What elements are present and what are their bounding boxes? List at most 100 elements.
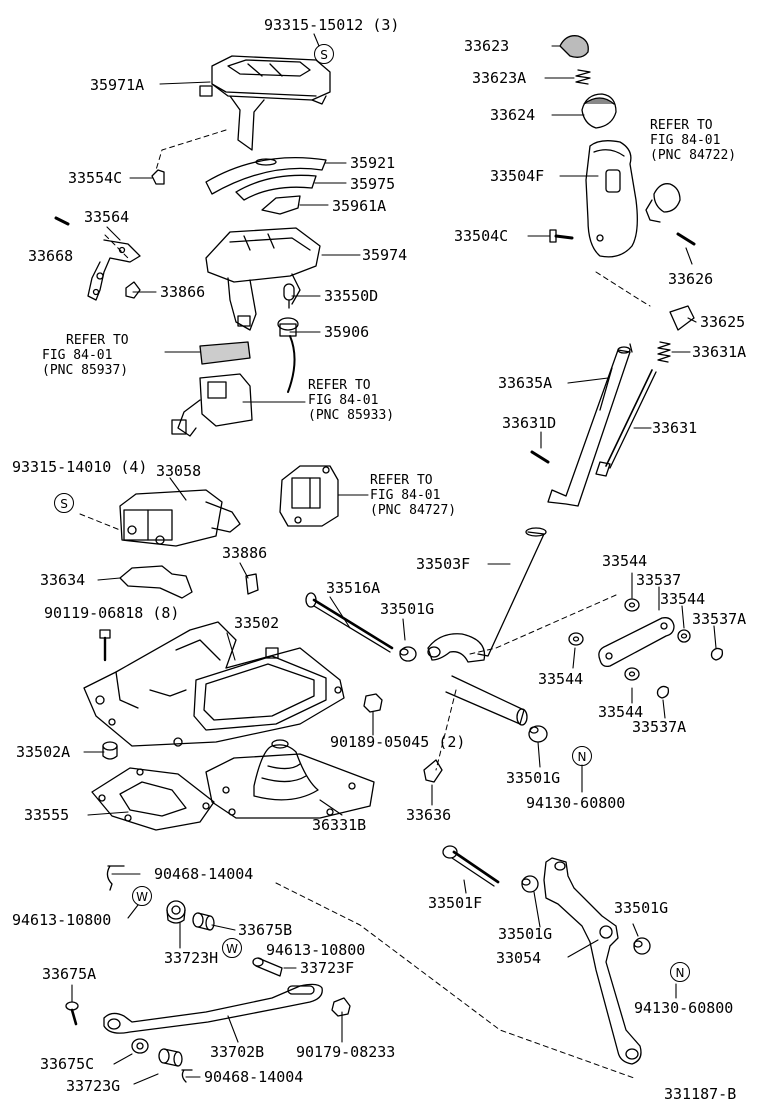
lever-33054 <box>543 857 642 1065</box>
collar-33675c <box>131 1038 149 1054</box>
housing-35974 <box>205 227 321 331</box>
refer-85933-line3: (PNC 85933) <box>308 408 395 423</box>
label-33504f: 33504F <box>490 167 545 185</box>
label-33502a: 33502A <box>16 743 71 761</box>
shift-lever-33503f <box>427 527 547 726</box>
leader-lines <box>71 33 717 1085</box>
cap-33624 <box>581 93 617 129</box>
label-33501f: 33501F <box>428 894 483 912</box>
label-35975: 35975 <box>350 175 396 193</box>
socket-35906 <box>277 317 299 393</box>
label-33537a-a: 33537A <box>692 610 747 628</box>
symbol-n-circle: N <box>572 746 592 766</box>
plate-33634 <box>119 565 193 599</box>
washer-33544-c <box>568 632 584 646</box>
console-cover-35971a <box>199 55 331 151</box>
clip-33537a-b <box>656 685 670 699</box>
refer-85933-line1: REFER TO <box>308 378 371 393</box>
label-33636: 33636 <box>406 806 452 824</box>
label-33504c: 33504C <box>454 227 509 245</box>
refer-84722-line1: REFER TO <box>650 118 713 133</box>
washer-33544-d <box>624 667 640 681</box>
label-90179-08233: 90179-08233 <box>296 1043 396 1061</box>
bracket-84727 <box>279 465 339 527</box>
symbol-w-circle: W <box>222 938 242 958</box>
label-94130-60800-a: 94130-60800 <box>526 794 626 812</box>
label-33544-b: 33544 <box>660 590 706 608</box>
label-33537a-b: 33537A <box>632 718 687 736</box>
label-33866: 33866 <box>160 283 206 301</box>
link-33537 <box>598 617 675 668</box>
bushing-33501g-d <box>633 937 651 955</box>
label-33723f: 33723F <box>300 959 355 977</box>
label-33544-d: 33544 <box>598 703 644 721</box>
label-33886: 33886 <box>222 544 268 562</box>
bolt-90119 <box>99 629 111 662</box>
knob-33504f <box>585 140 638 258</box>
boot-36331b <box>205 739 375 819</box>
switch-unit-85933 <box>171 373 253 437</box>
rod-33631 <box>595 369 657 477</box>
label-36331b: 36331B <box>312 816 367 834</box>
symbol-w-circle: W <box>132 886 152 906</box>
label-33624: 33624 <box>490 106 536 124</box>
collar-33675b <box>192 912 215 931</box>
label-33503f: 33503F <box>416 555 471 573</box>
label-33502: 33502 <box>234 614 280 632</box>
label-33564: 33564 <box>84 208 130 226</box>
nut-90179 <box>331 997 351 1017</box>
collar-33723g <box>158 1048 183 1067</box>
label-33702b: 33702B <box>210 1043 265 1061</box>
clip-90468-a <box>106 865 125 891</box>
rod-33635a <box>547 343 633 507</box>
label-35974: 35974 <box>362 246 408 264</box>
label-93315-14010: 93315-14010 (4) <box>12 458 148 476</box>
label-33555: 33555 <box>24 806 70 824</box>
diagram-id: 331187-B <box>664 1085 737 1103</box>
label-94130-60800-b: 94130-60800 <box>634 999 734 1017</box>
label-33550d: 33550D <box>324 287 379 305</box>
symbol-s-circle: S <box>314 44 334 64</box>
pin-33723f <box>252 957 283 977</box>
refer-84722-line3: (PNC 84722) <box>650 148 737 163</box>
knob-top-33623 <box>559 35 589 58</box>
refer-block-84727: REFER TO FIG 84-01 (PNC 84727) <box>370 473 456 518</box>
label-93315-15012: 93315-15012 (3) <box>264 16 400 34</box>
pin-33668 <box>54 216 70 226</box>
label-90468-14004-b: 90468-14004 <box>204 1068 304 1086</box>
label-33675b: 33675B <box>238 921 293 939</box>
refer-84727-line1: REFER TO <box>370 473 433 488</box>
label-33537: 33537 <box>636 571 682 589</box>
rod-33702b <box>103 983 323 1034</box>
label-33625: 33625 <box>700 313 746 331</box>
label-94613-10800-b: 94613-10800 <box>266 941 366 959</box>
bushing-33501g-c <box>521 875 539 893</box>
label-35906: 35906 <box>324 323 370 341</box>
refer-84727-line2: FIG 84-01 <box>370 488 441 503</box>
label-94613-10800-a: 94613-10800 <box>12 911 112 929</box>
label-33631d: 33631D <box>502 414 557 432</box>
label-33501g-a: 33501G <box>380 600 435 618</box>
refer-84727-line3: (PNC 84727) <box>370 503 457 518</box>
label-33631: 33631 <box>652 419 698 437</box>
washer-33544-b <box>677 629 691 643</box>
label-33634: 33634 <box>40 571 86 589</box>
dashed-guide-lines <box>79 129 651 1079</box>
label-33631a: 33631A <box>692 343 747 361</box>
clip-33537a-a <box>710 647 724 661</box>
label-33501g-b: 33501G <box>506 769 561 787</box>
nut-90189 <box>363 693 383 713</box>
label-33516a: 33516A <box>326 579 381 597</box>
symbol-n-circle: N <box>670 962 690 982</box>
washer-33544-a <box>624 598 640 612</box>
refer-85937-line2: FIG 84-01 <box>42 348 113 363</box>
label-33554c: 33554C <box>68 169 123 187</box>
bushing-33501g-a <box>399 646 417 662</box>
bracket-33564 <box>87 239 141 301</box>
label-33723g: 33723G <box>66 1077 121 1095</box>
gasket-33555 <box>91 767 215 831</box>
bolt-33516a <box>305 592 394 653</box>
clip-33866 <box>125 281 141 299</box>
spring-33631a <box>657 341 671 363</box>
screw-33504c <box>549 229 574 243</box>
